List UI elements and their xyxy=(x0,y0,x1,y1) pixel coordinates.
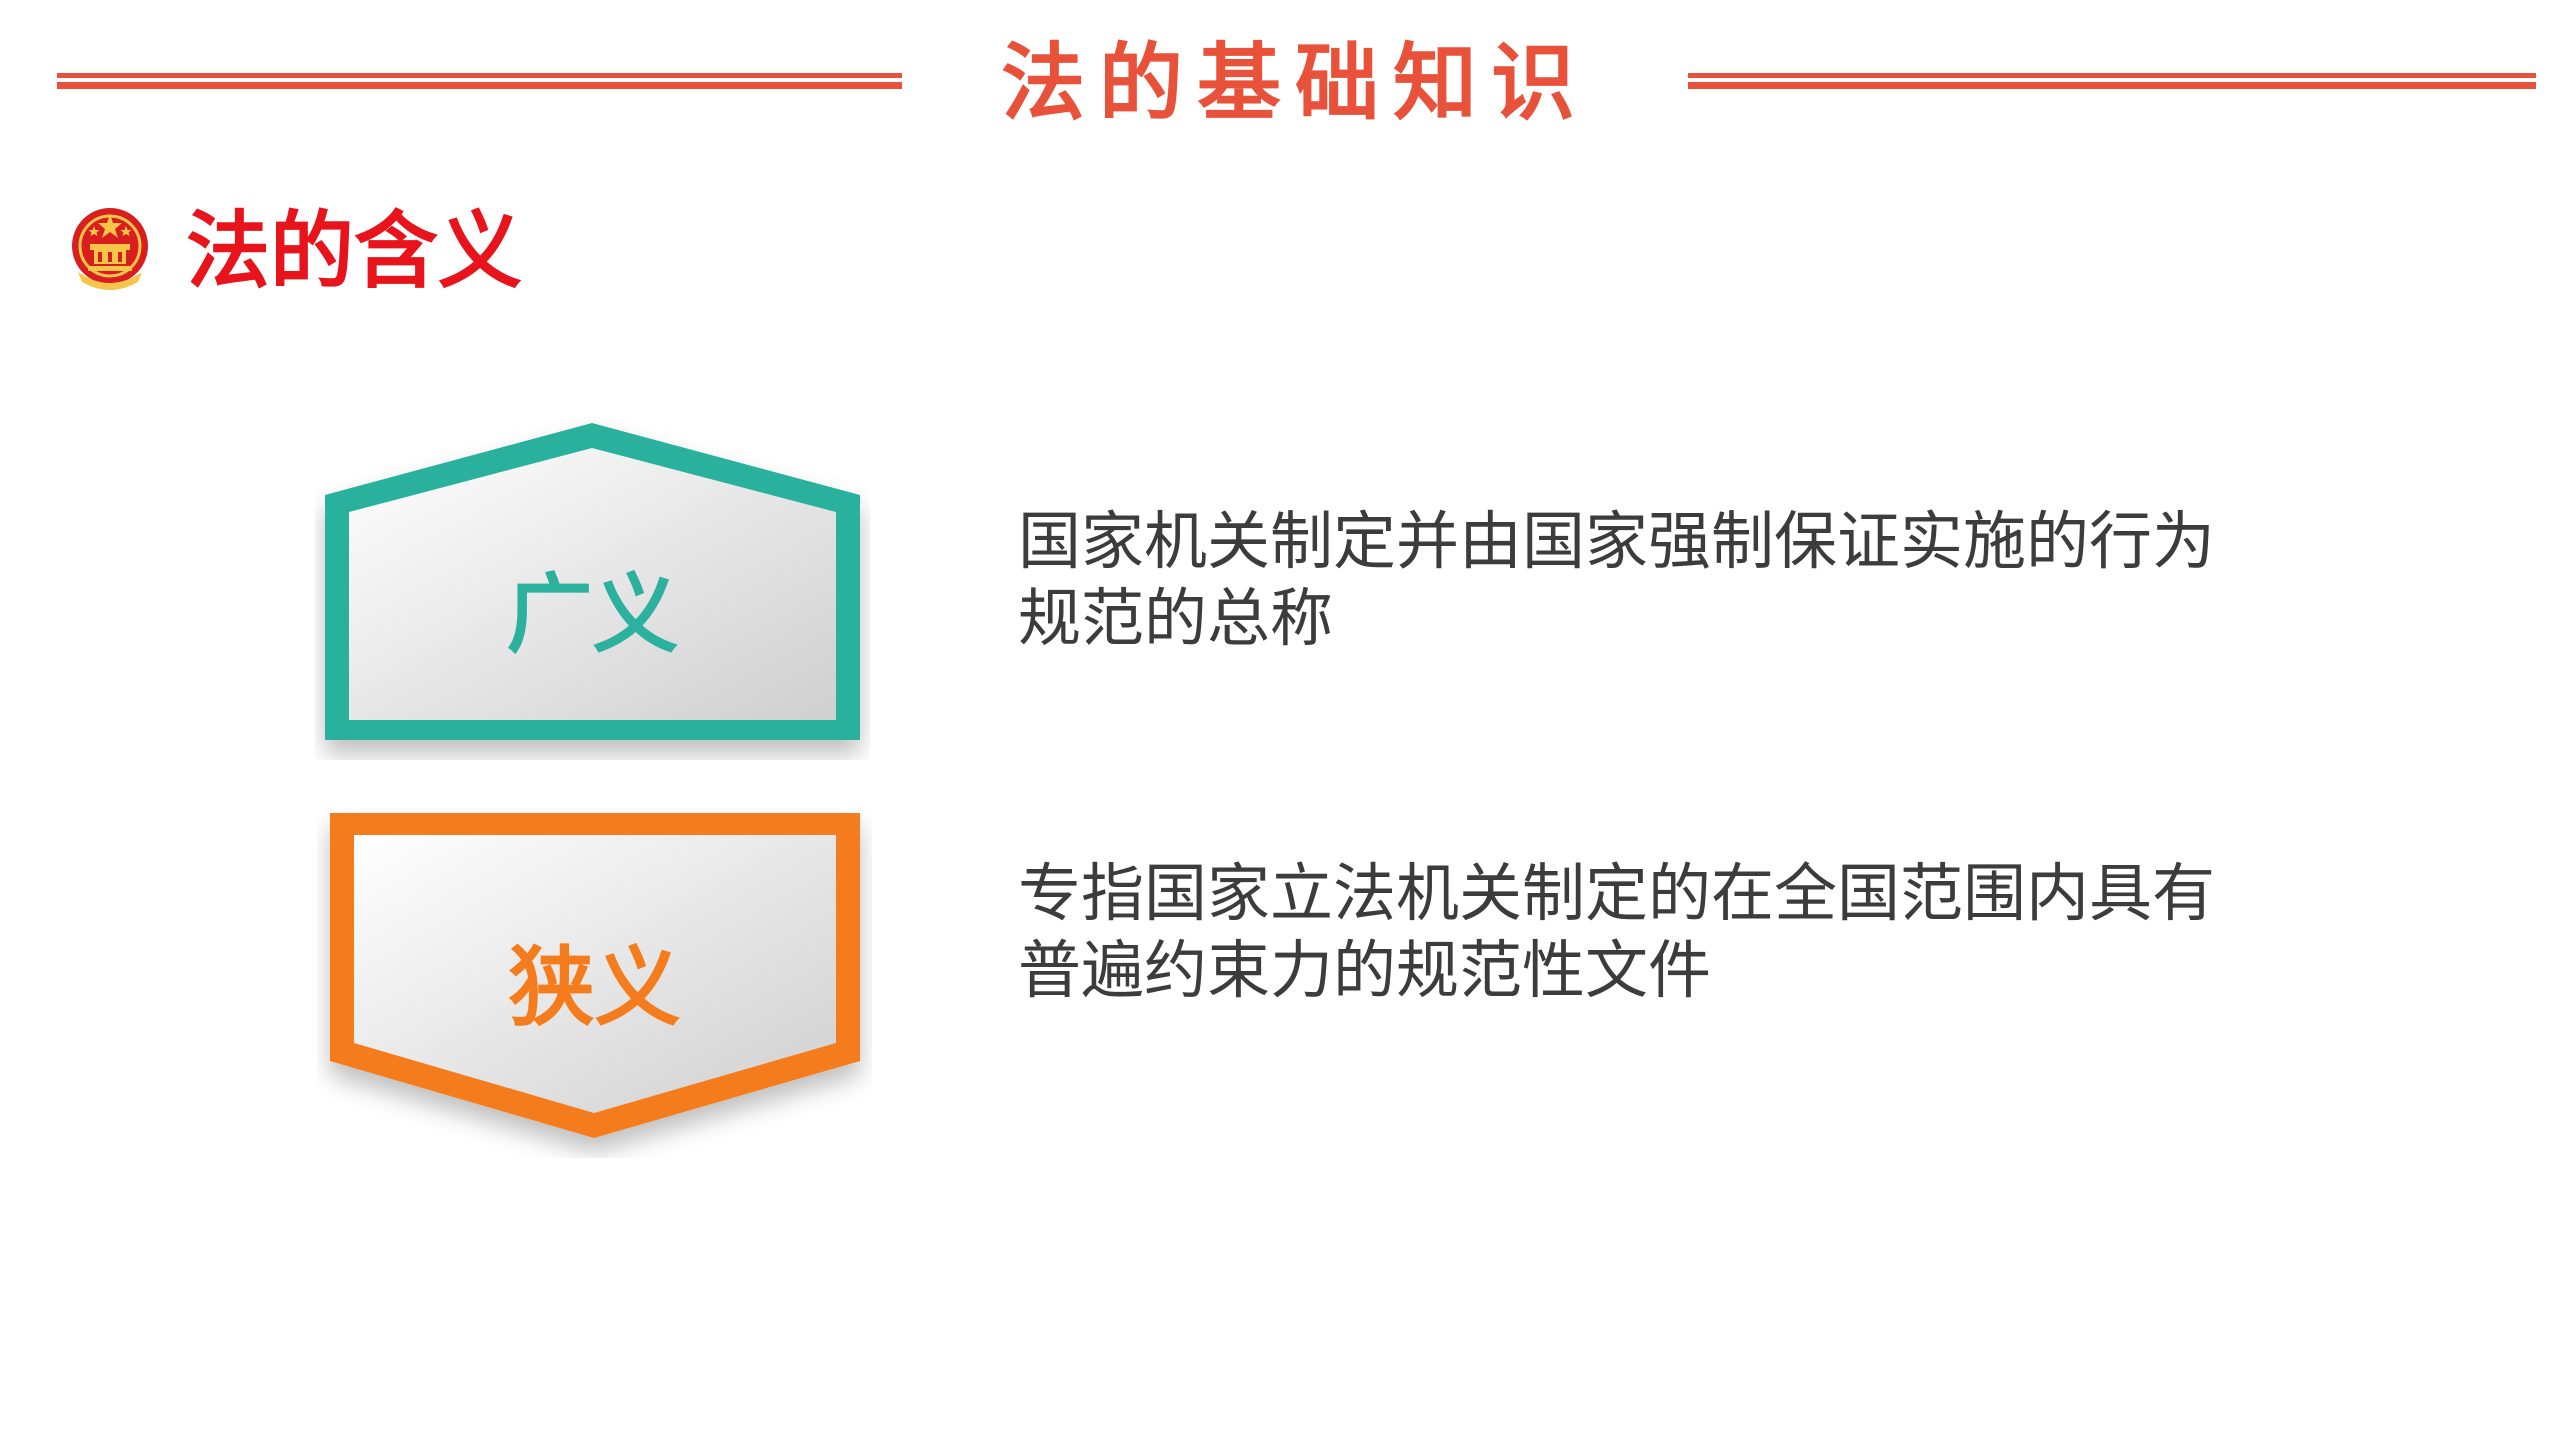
header-rule-left xyxy=(57,73,902,89)
header-rule-right xyxy=(1688,73,2536,89)
national-emblem-icon xyxy=(64,202,156,294)
broad-card-face xyxy=(349,448,836,720)
page-title: 法的基础知识 xyxy=(1000,34,1589,132)
broad-definition-text: 国家机关制定并由国家强制保证实施的行为规范的总称 xyxy=(1018,505,2215,655)
section-title: 法的含义 xyxy=(186,202,523,300)
broad-label: 广义 xyxy=(506,565,679,665)
broad-definition-card: 广义 xyxy=(315,415,870,760)
narrow-label: 狭义 xyxy=(508,938,681,1038)
narrow-card-face xyxy=(354,835,836,1113)
narrow-definition-text: 专指国家立法机关制定的在全国范围内具有普遍约束力的规范性文件 xyxy=(1018,857,2215,1007)
narrow-definition-card: 狭义 xyxy=(317,808,872,1158)
